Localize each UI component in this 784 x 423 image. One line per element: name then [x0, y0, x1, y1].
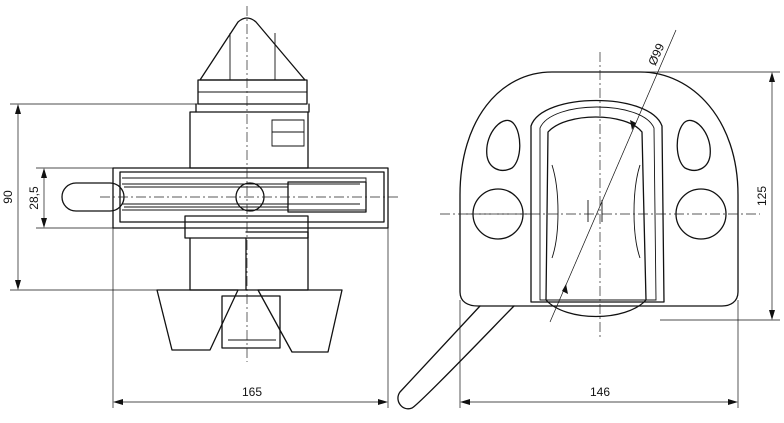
dimension-165-label: 165: [242, 385, 262, 399]
saddle-outer: [530, 99, 665, 303]
dimension-plate-height: 125: [640, 71, 780, 321]
plate-with-slot: [112, 167, 389, 229]
front-view: Ø99 125 146: [397, 29, 780, 410]
dimension-28-5-label: 28,5: [27, 186, 41, 210]
top-cone: [197, 17, 308, 105]
dimension-diameter-label: Ø99: [645, 41, 667, 68]
mounting-plate: [459, 71, 739, 307]
dimension-125-label: 125: [755, 186, 769, 206]
dimension-overall-height: 90: [1, 103, 198, 291]
dimension-146-label: 146: [590, 385, 610, 399]
main-body: [184, 103, 310, 291]
upper-slots: [486, 119, 711, 171]
bottom-claws: [156, 289, 343, 353]
operating-lever: [397, 305, 515, 410]
dimension-pin-height: 28,5: [27, 167, 113, 229]
side-view: 90 28,5 165: [1, 6, 398, 408]
dimension-front-width: 146: [459, 300, 739, 408]
dimension-diameter: Ø99: [549, 29, 677, 323]
dimension-90-label: 90: [1, 190, 15, 204]
central-block: [545, 116, 647, 318]
dimension-side-width: 165: [112, 228, 389, 408]
